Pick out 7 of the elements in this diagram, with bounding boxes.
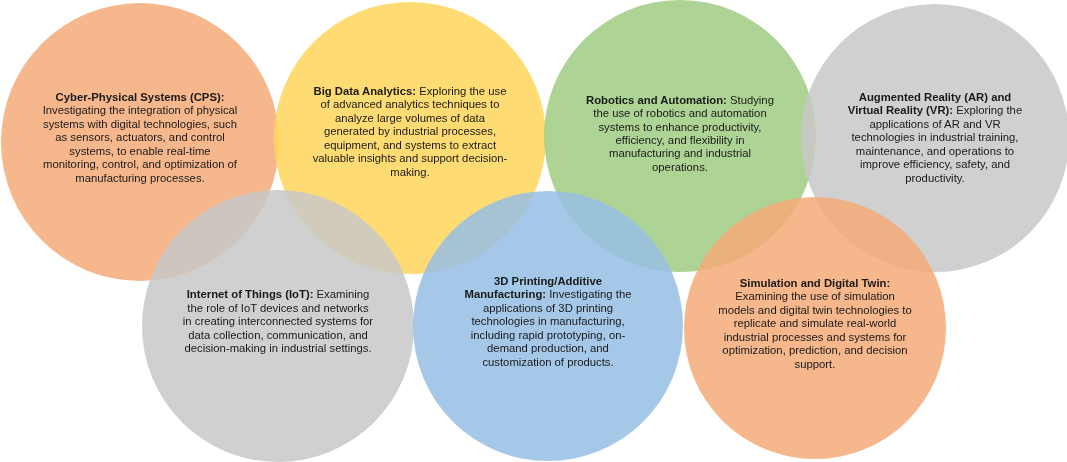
topic-description: Simulation and Digital Twin: Examining the use of simulation models and digital twin technologies to replicate and simulate real-world industrial processes and systems for optimization, prediction, and decision support. (717, 277, 913, 371)
topic-description: Cyber-Physical Systems (CPS): Investigating the integration of physical systems with digital technologies, such as sensors, actuators, and control systems, to enable real-time monitoring, control, and optimization of manufacturing processes. (42, 91, 238, 185)
topic-description: Robotics and Automation: Studying the use of robotics and automation systems to enhance productivity, efficiency, and flexibility in manufacturing and industrial operations. (585, 93, 775, 175)
topic-description: 3D Printing/Additive Manufacturing: Investigating the applications of 3D printing technologies in manufacturing, including rapid prototyping, on-demand production, and customization of products. (463, 275, 633, 369)
topic-description: Big Data Analytics: Exploring the use of advanced analytics techniques to analyze large volumes of data generated by industrial processes, equipment, and systems to extract valuable insights and support decision-making. (312, 85, 508, 179)
topic-description: Augmented Reality (AR) and Virtual Reality (VR): Exploring the applications of AR and VR technologies in industrial training, maintenance, and operations to improve efficiency, safety, and productivity. (846, 91, 1024, 185)
topic-description: Internet of Things (IoT): Examining the role of IoT devices and networks in creating interconnected systems for data collection, communication, and decision-making in industrial settings. (182, 288, 374, 356)
